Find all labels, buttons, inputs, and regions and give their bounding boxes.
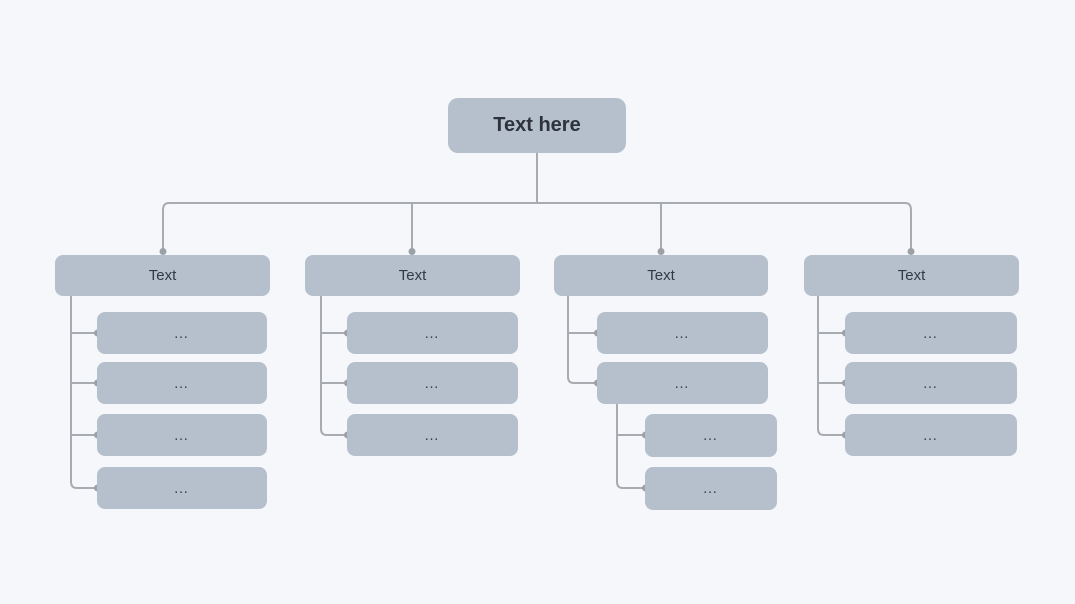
branch3-leaf-1[interactable]: …: [597, 312, 768, 354]
branch2-leaf-2[interactable]: …: [347, 362, 518, 404]
connector-branch3-sub: [616, 404, 643, 489]
branch3-leaf-2[interactable]: …: [597, 362, 768, 404]
branch4-node[interactable]: Text: [804, 255, 1019, 296]
branch1-leaf-3[interactable]: …: [97, 414, 267, 456]
connector-branch3: [567, 296, 595, 384]
root-node[interactable]: Text here: [448, 98, 626, 153]
branch4-leaf-1[interactable]: …: [845, 312, 1017, 354]
branch2-leaf-1[interactable]: …: [347, 312, 518, 354]
branch4-leaf-2[interactable]: …: [845, 362, 1017, 404]
branch1-leaf-4[interactable]: …: [97, 467, 267, 509]
branch1-leaf-1[interactable]: …: [97, 312, 267, 354]
branch1-leaf-2[interactable]: …: [97, 362, 267, 404]
branch2-leaf-3[interactable]: …: [347, 414, 518, 456]
branch2-node[interactable]: Text: [305, 255, 520, 296]
branch3-subleaf-1[interactable]: …: [645, 414, 777, 457]
connector-branch1: [70, 296, 95, 489]
connector-branch2: [320, 296, 345, 436]
branch4-leaf-3[interactable]: …: [845, 414, 1017, 456]
branch3-node[interactable]: Text: [554, 255, 768, 296]
branch3-subleaf-2[interactable]: …: [645, 467, 777, 510]
branch1-node[interactable]: Text: [55, 255, 270, 296]
connector-branch4: [817, 296, 843, 436]
connector-top-rail: [162, 202, 912, 252]
